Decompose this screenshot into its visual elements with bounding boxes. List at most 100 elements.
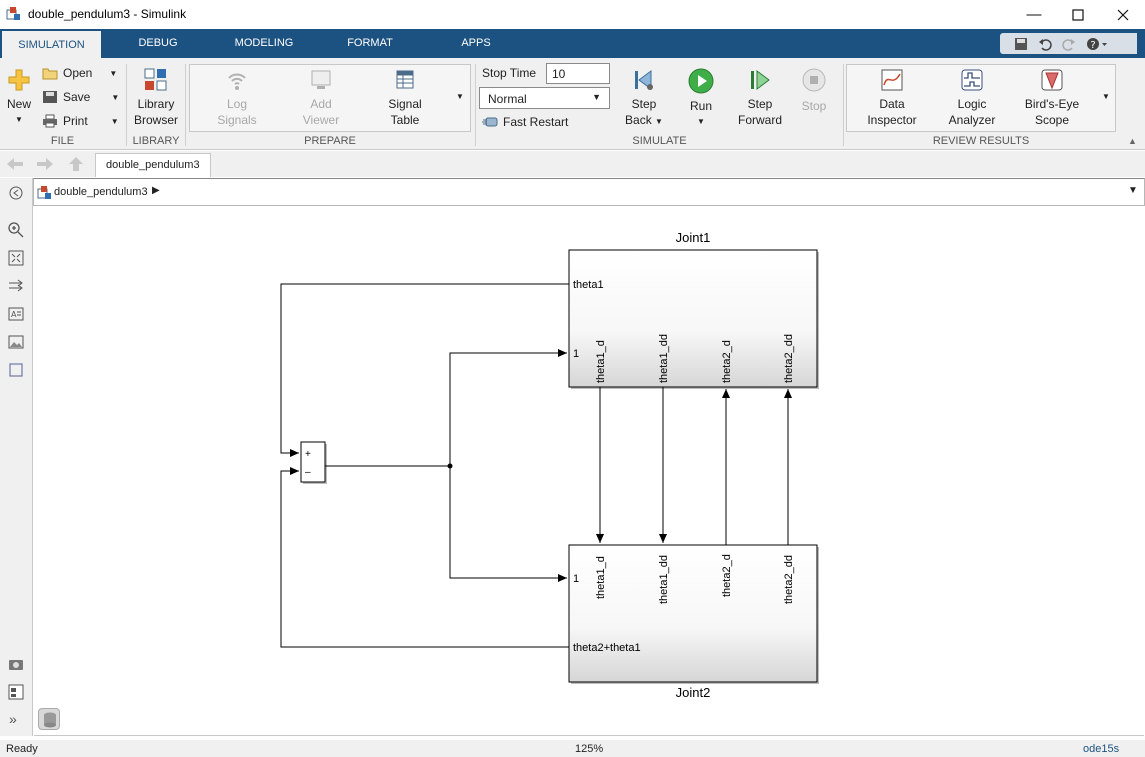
signal-line-to-joint1-input[interactable] [449,349,567,466]
tab-apps[interactable]: APPS [461,37,491,49]
joint1-block[interactable] [568,249,819,389]
library-browser-button[interactable]: Library Browser [132,68,180,128]
folder-icon [42,68,58,80]
expand-palette-icon[interactable]: » [9,711,17,727]
minimize-button[interactable]: — [1026,6,1042,23]
table-icon [396,70,414,89]
step-forward-button[interactable]: Step Forward [734,68,786,128]
run-button[interactable]: Run ▼ [682,68,720,130]
zoom-icon[interactable] [8,222,24,238]
stop-button[interactable]: Stop [796,68,832,114]
property-inspector-button[interactable] [38,708,60,730]
undo-icon[interactable] [1038,37,1052,51]
prepare-expand-icon[interactable]: ▼ [456,92,464,101]
svg-text:?: ? [1090,40,1095,51]
signal-line-to-joint2-input[interactable] [449,466,567,582]
logic-analyzer-button[interactable]: Logic Analyzer [942,68,1002,128]
breadcrumb-arrow-icon[interactable]: ▶ [152,185,160,196]
print-button[interactable]: Print ▼ [42,114,119,128]
run-dropdown-icon[interactable]: ▼ [697,117,705,126]
solver-link[interactable]: ode15s [1083,743,1120,755]
fast-restart-icon [482,117,498,127]
joint1-port-theta1: theta1 [573,279,604,291]
quick-access-toolbar: ? [1000,33,1137,54]
stop-time-label: Stop Time [482,66,537,80]
save-icon[interactable] [1014,37,1028,51]
joint2-port-theta2-dd: theta2_dd [783,555,795,604]
step-forward-icon [751,70,770,90]
model-browser-icon[interactable] [8,684,24,700]
joint1-port-1: 1 [573,348,579,360]
redo-icon[interactable] [1062,37,1076,51]
joint2-name: Joint2 [676,685,711,700]
signal-table-button[interactable]: Signal Table [380,68,430,128]
route-lines-icon[interactable] [8,278,24,294]
joint1-port-theta1-dd: theta1_dd [658,334,670,383]
save-button[interactable]: Save ▼ [42,90,119,104]
svg-text:A: A [11,310,17,319]
maximize-icon [1072,8,1084,21]
step-back-icon [635,70,653,90]
tab-modeling[interactable]: MODELING [234,37,294,49]
hide-explorer-icon[interactable] [9,186,23,200]
collapse-toolstrip-icon[interactable]: ▲ [1128,136,1137,146]
sum-block[interactable] [300,441,327,484]
step-back-dropdown-icon[interactable]: ▼ [655,117,663,126]
new-button[interactable]: New ▼ [4,68,34,128]
open-dropdown-icon[interactable]: ▼ [109,68,118,78]
help-icon[interactable]: ? [1086,37,1108,51]
open-button[interactable]: Open ▼ [42,66,117,80]
fast-restart-toggle[interactable]: Fast Restart [482,115,568,129]
back-arrow-icon[interactable] [6,157,24,171]
simulation-mode-select[interactable]: Normal ▼ [479,87,610,109]
birds-eye-scope-icon [1041,69,1063,91]
address-bar: double_pendulum3 ▶ ▼ [33,178,1145,206]
tab-debug[interactable]: DEBUG [138,37,178,49]
print-dropdown-icon[interactable]: ▼ [110,116,119,126]
model-canvas[interactable]: Joint1 Joint2 theta1 1 theta1_d theta1_d… [34,207,1144,736]
signal-line-theta2-plus-theta1[interactable] [280,467,569,648]
window-title: double_pendulum3 - Simulink [28,7,187,21]
logic-analyzer-icon [961,69,983,91]
zoom-level[interactable]: 125% [575,743,604,755]
stop-time-input[interactable]: 10 [546,63,610,84]
up-arrow-icon[interactable] [68,156,84,172]
wifi-signal-icon [228,73,246,90]
area-icon[interactable] [8,362,24,378]
tab-simulation[interactable]: SIMULATION [2,29,101,58]
add-viewer-button[interactable]: Add Viewer [296,68,346,128]
joint2-port-theta1-d: theta1_d [595,556,607,599]
chevron-down-icon: ▼ [592,92,601,102]
title-bar: double_pendulum3 - Simulink — [0,0,1145,29]
separator [185,64,186,146]
birds-eye-scope-button[interactable]: Bird's-Eye Scope [1020,68,1084,128]
close-button[interactable] [1100,0,1145,29]
address-dropdown-icon[interactable]: ▼ [1128,185,1138,196]
save-dropdown-icon[interactable]: ▼ [111,92,120,102]
simulate-section-label: SIMULATE [632,135,687,147]
tab-format[interactable]: FORMAT [347,37,393,49]
joint2-port-1: 1 [573,573,579,585]
screenshot-icon[interactable] [8,656,24,672]
image-icon[interactable] [8,334,24,350]
annotation-icon[interactable]: A [8,306,24,322]
joint1-port-theta2-dd: theta2_dd [783,334,795,383]
document-tab[interactable]: double_pendulum3 [95,153,211,177]
step-back-button[interactable]: Step Back ▼ [622,68,666,130]
maximize-button[interactable] [1055,0,1101,29]
status-bar: Ready 125% ode15s [0,740,1145,757]
data-inspector-button[interactable]: Data Inspector [862,68,922,128]
signal-line-theta1[interactable] [280,283,569,457]
review-expand-icon[interactable]: ▼ [1102,92,1110,101]
forward-arrow-icon[interactable] [36,157,54,171]
plus-icon [8,69,30,91]
model-icon [37,186,51,199]
save-icon [43,91,57,103]
file-section-label: FILE [50,135,75,147]
joint2-block[interactable] [568,544,819,684]
joint2-port-theta1-dd: theta1_dd [658,555,670,604]
fit-to-view-icon[interactable] [8,250,24,266]
close-icon [1117,9,1129,20]
log-signals-button[interactable]: Log Signals [212,68,262,128]
breadcrumb[interactable]: double_pendulum3 [54,186,148,198]
